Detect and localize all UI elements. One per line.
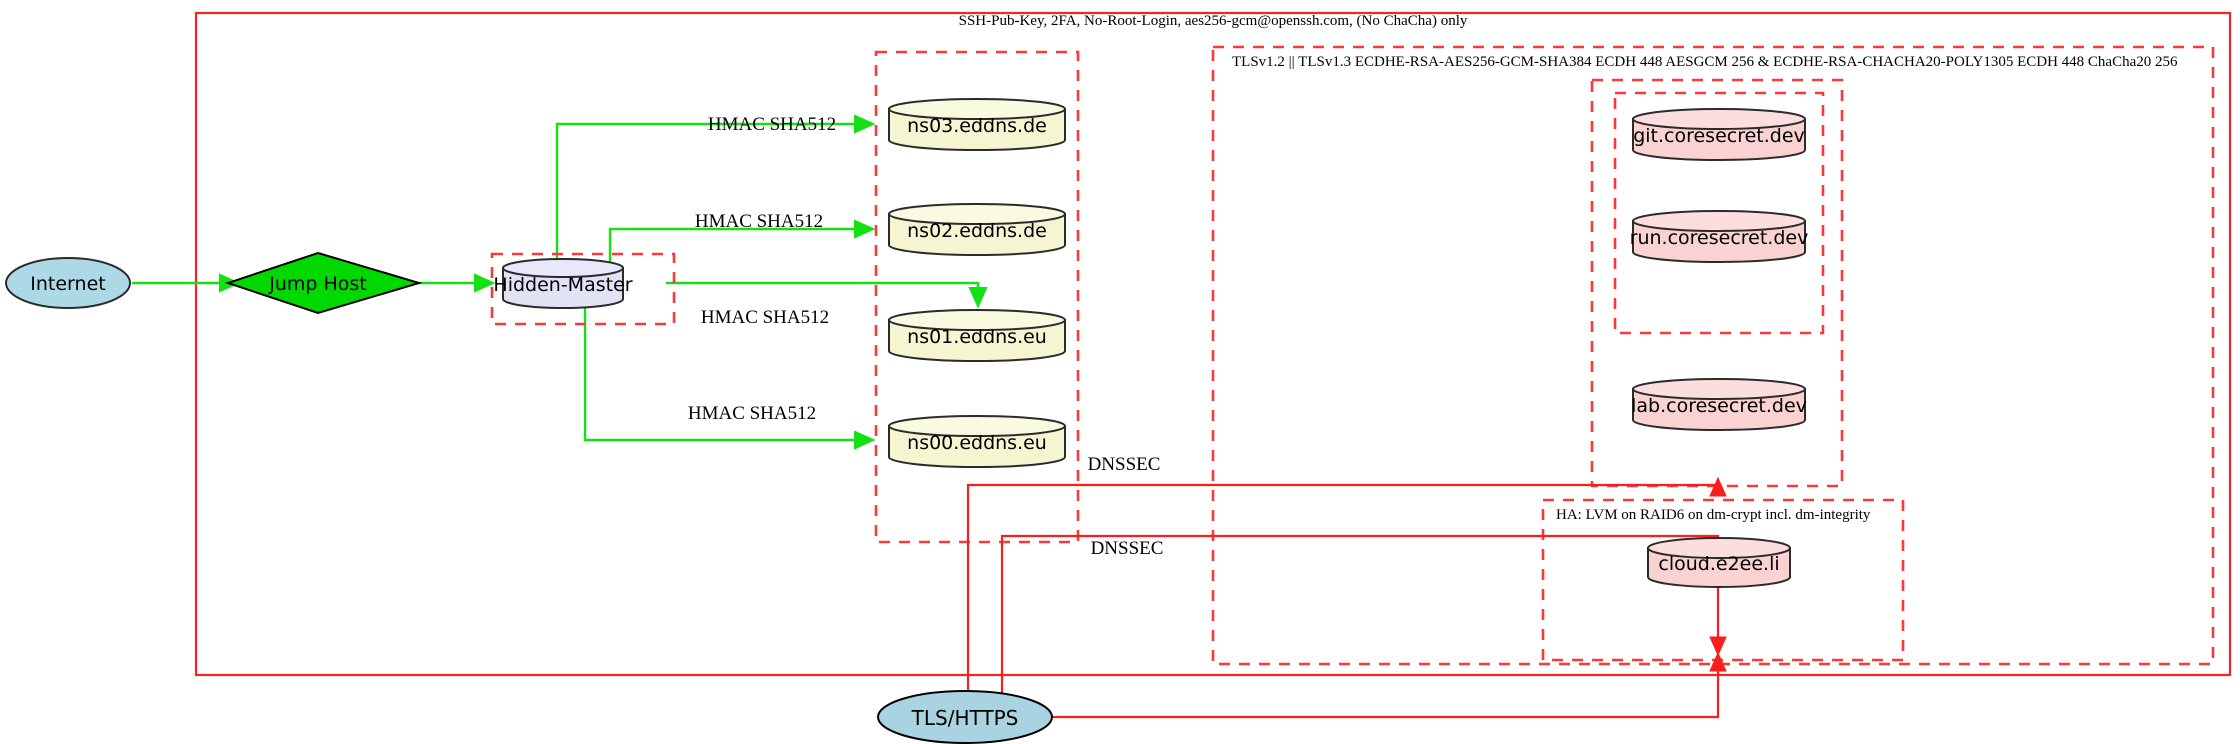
ssh-boundary-box (194, 11, 2232, 677)
edge-hiddenmaster-to-ns01 (666, 281, 988, 309)
node-git-coresecret[interactable]: git.coresecret.dev (1632, 108, 1806, 161)
edge-hiddenmaster-to-ns00 (583, 302, 876, 450)
hidden-master-box (490, 252, 676, 326)
edge-hiddenmaster-to-ns02 (608, 219, 876, 264)
edge-label-dnssec-upper: DNSSEC (1088, 454, 1161, 475)
edge-label-hmac-ns01: HMAC SHA512 (701, 307, 829, 328)
edge-dnssec-upper (966, 476, 1727, 717)
edge-tlshttps-to-boundary (1052, 651, 1727, 719)
node-internet[interactable]: Internet (5, 257, 131, 309)
node-jump-host[interactable]: Jump Host (224, 251, 423, 315)
node-ns02[interactable]: ns02.eddns.de (888, 203, 1066, 256)
node-run-coresecret-label: run.coresecret.dev (1630, 227, 1809, 249)
node-hidden-master[interactable]: Hidden-Master (493, 258, 633, 309)
node-hidden-master-label: Hidden-Master (493, 274, 632, 296)
edge-label-hmac-ns00: HMAC SHA512 (688, 403, 816, 424)
node-ns03[interactable]: ns03.eddns.de (888, 98, 1066, 151)
node-run-coresecret[interactable]: run.coresecret.dev (1630, 210, 1809, 263)
node-ns01-label: ns01.eddns.eu (907, 326, 1047, 348)
node-tls-https-label: TLS/HTTPS (911, 706, 1019, 730)
node-lab-coresecret[interactable]: lab.coresecret.dev (1631, 378, 1807, 431)
node-git-coresecret-label: git.coresecret.dev (1633, 125, 1805, 147)
node-ns00[interactable]: ns00.eddns.eu (888, 415, 1066, 468)
dns-zone-box (874, 50, 1080, 544)
node-lab-coresecret-label: lab.coresecret.dev (1631, 395, 1807, 417)
node-cloud-e2ee[interactable]: cloud.e2ee.li (1647, 537, 1791, 588)
tls-boundary-box (1211, 45, 2215, 666)
edge-hiddenmaster-to-ns03 (555, 114, 876, 264)
edge-label-dnssec-lower: DNSSEC (1091, 538, 1164, 559)
ssh-policy-label: SSH-Pub-Key, 2FA, No-Root-Login, aes256-… (959, 13, 1468, 29)
node-jump-host-label: Jump Host (268, 273, 367, 295)
node-ns01[interactable]: ns01.eddns.eu (888, 309, 1066, 362)
node-internet-label: Internet (30, 273, 105, 295)
edge-label-hmac-ns03: HMAC SHA512 (708, 114, 836, 135)
node-ns03-label: ns03.eddns.de (907, 115, 1047, 137)
ha-label: HA: LVM on RAID6 on dm-crypt incl. dm-in… (1556, 507, 1871, 523)
tls-policy-label: TLSv1.2 || TLSv1.3 ECDHE-RSA-AES256-GCM-… (1232, 54, 2178, 70)
node-ns02-label: ns02.eddns.de (907, 220, 1047, 242)
node-ns00-label: ns00.eddns.eu (907, 432, 1047, 454)
node-cloud-e2ee-label: cloud.e2ee.li (1658, 553, 1779, 575)
coresecret-inner-box (1613, 91, 1825, 335)
edge-label-hmac-ns02: HMAC SHA512 (695, 211, 823, 232)
edge-dnssec-lower (1000, 534, 1727, 717)
node-tls-https[interactable]: TLS/HTTPS (877, 690, 1053, 744)
